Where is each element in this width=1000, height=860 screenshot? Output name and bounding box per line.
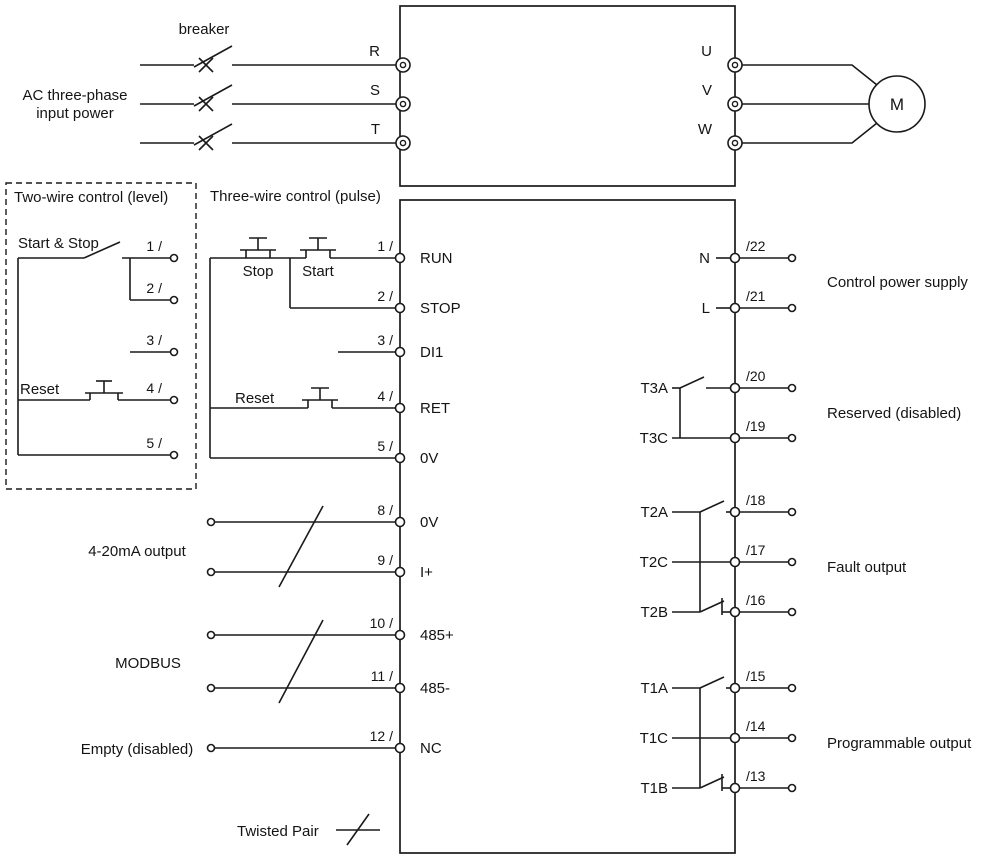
two-wire-term-2: 2 / (146, 280, 162, 296)
term-name-t2b: T2B (640, 604, 668, 621)
motor-wires (742, 64, 878, 144)
term-name-0v-analog: 0V (420, 514, 438, 531)
modbus-wire-end-1 (206, 630, 216, 640)
term-name-0v: 0V (420, 450, 438, 467)
empty-label: Empty (disabled) (81, 741, 194, 758)
right-external-wires (739, 257, 788, 789)
term-num-14: /14 (746, 718, 766, 734)
term-num-16: /16 (746, 592, 766, 608)
group-label-programmable: Programmable output (827, 735, 972, 752)
term-name-485minus: 485- (420, 680, 450, 697)
term-name-run: RUN (420, 250, 453, 267)
phase-label-v: V (702, 82, 712, 99)
two-wire-box (5, 182, 197, 490)
right-wire-ends (787, 253, 797, 793)
group-label-control-power: Control power supply (827, 274, 968, 291)
term-name-t2a: T2A (640, 504, 668, 521)
two-wire-wires (17, 241, 171, 456)
control-unit-box (399, 199, 736, 854)
input-power-wires (140, 64, 396, 144)
power-supply-stubs (716, 257, 731, 309)
term-num-8: 8 / (377, 502, 393, 518)
phase-label-w: W (698, 121, 713, 138)
three-wire-title: Three-wire control (pulse) (210, 188, 381, 205)
term-num-10: 10 / (370, 615, 393, 631)
control-terminals-left (394, 252, 406, 754)
modbus-label: MODBUS (115, 655, 181, 672)
relay-t1 (672, 676, 731, 791)
term-num-13: /13 (746, 768, 766, 784)
phase-label-u: U (701, 43, 712, 60)
analog-wire-end-1 (206, 517, 216, 527)
two-wire-term-4: 4 / (146, 380, 162, 396)
two-wire-term-5: 5 / (146, 435, 162, 451)
term-name-l: L (702, 300, 710, 317)
phase-label-r: R (369, 43, 380, 60)
term-name-t1a: T1A (640, 680, 668, 697)
term-name-t1b: T1B (640, 780, 668, 797)
phase-label-t: T (371, 121, 380, 138)
relay-t2 (672, 500, 731, 615)
twisted-pair-label: Twisted Pair (237, 823, 319, 840)
term-name-nc: NC (420, 740, 442, 757)
modbus-wire-end-2 (206, 683, 216, 693)
term-num-22: /22 (746, 238, 766, 254)
term-num-11: 11 / (371, 668, 393, 684)
two-wire-title: Two-wire control (level) (14, 189, 168, 206)
term-name-ret: RET (420, 400, 450, 417)
term-name-di1: DI1 (420, 344, 443, 361)
power-unit-box (399, 5, 736, 187)
term-num-17: /17 (746, 542, 766, 558)
term-name-iplus: I+ (420, 564, 433, 581)
breaker-symbol (193, 45, 233, 151)
input-power-label-line2: input power (36, 105, 114, 122)
group-label-reserved: Reserved (disabled) (827, 405, 961, 422)
term-name-t1c: T1C (640, 730, 669, 747)
modbus-wires (214, 619, 396, 704)
group-label-fault: Fault output (827, 559, 907, 576)
analog-wire-end-2 (206, 567, 216, 577)
term-num-4: 4 / (377, 388, 393, 404)
term-name-n: N (699, 250, 710, 267)
three-wire-reset-label: Reset (235, 390, 275, 407)
term-name-stop: STOP (420, 300, 461, 317)
term-num-19: /19 (746, 418, 766, 434)
breaker-label: breaker (179, 21, 230, 38)
analog-output-wires (214, 505, 396, 588)
control-terminals-right (729, 252, 741, 794)
term-num-9: 9 / (377, 552, 393, 568)
analog-output-label: 4-20mA output (88, 543, 186, 560)
term-num-1: 1 / (377, 238, 393, 254)
two-wire-term-1: 1 / (146, 238, 162, 254)
term-name-t3a: T3A (640, 380, 668, 397)
motor-label: M (890, 95, 904, 114)
term-num-3: 3 / (377, 332, 393, 348)
empty-wire-end (206, 743, 216, 753)
three-wire-wires (209, 237, 396, 459)
two-wire-reset-label: Reset (20, 381, 60, 398)
three-wire-stop-label: Stop (243, 263, 274, 280)
term-name-485plus: 485+ (420, 627, 454, 644)
two-wire-start-stop-label: Start & Stop (18, 235, 99, 252)
two-wire-term-3: 3 / (146, 332, 162, 348)
phase-label-s: S (370, 82, 380, 99)
input-power-label-line1: AC three-phase (22, 87, 127, 104)
three-wire-start-label: Start (302, 263, 335, 280)
relay-t3 (672, 376, 731, 439)
twisted-pair-symbol (336, 813, 380, 846)
term-num-18: /18 (746, 492, 766, 508)
motor-circle (868, 75, 926, 133)
term-name-t3c: T3C (640, 430, 669, 447)
term-name-t2c: T2C (640, 554, 669, 571)
term-num-15: /15 (746, 668, 766, 684)
input-phase-terminals (395, 57, 411, 151)
term-num-5: 5 / (377, 438, 393, 454)
term-num-20: /20 (746, 368, 766, 384)
term-num-21: /21 (746, 288, 766, 304)
term-num-2: 2 / (377, 288, 393, 304)
term-num-12: 12 / (370, 728, 393, 744)
output-phase-terminals (727, 57, 743, 151)
two-wire-terminals (169, 253, 179, 460)
